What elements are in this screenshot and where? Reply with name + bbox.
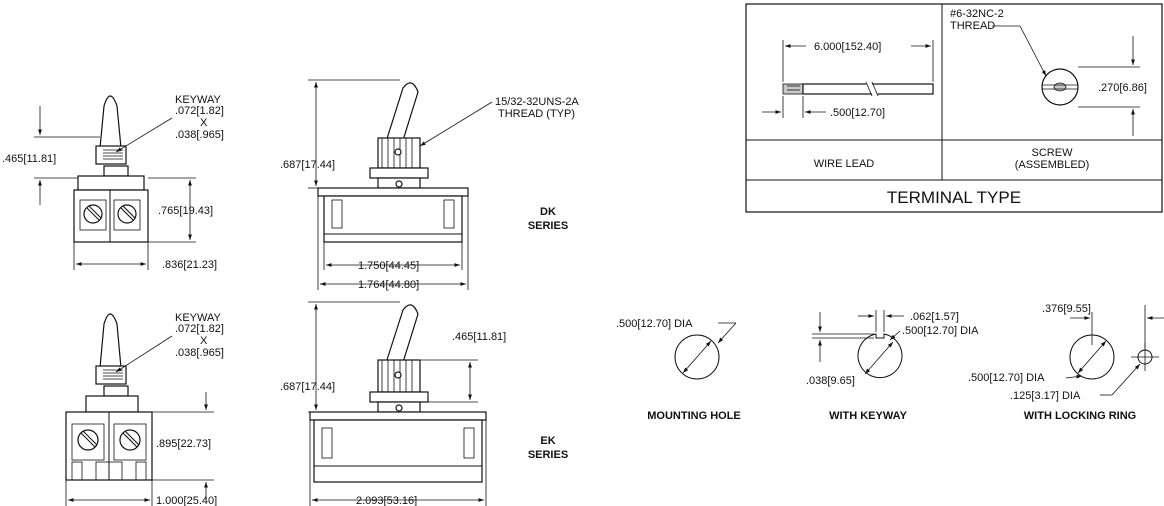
ek-side-keyway-label: KEYWAY <box>175 312 222 324</box>
dk-front-lever <box>384 82 419 151</box>
ek-side-body-height: .895[22.73] <box>156 438 211 450</box>
dk-front-inner-width: 1.750[44.45] <box>358 260 419 272</box>
dk-front-height: .687[17.44] <box>280 159 335 171</box>
ek-side-lever <box>99 313 122 369</box>
mounting-hole-dia: .500[12.70] DIA <box>616 318 693 330</box>
dk-front-thread-label: 15/32-32UNS-2A <box>495 96 579 108</box>
ek-front-width: 2.093[53.16] <box>356 495 417 506</box>
screw-caption-line2: (ASSEMBLED) <box>1015 159 1090 171</box>
keyway-width: .062[1.57] <box>910 311 959 323</box>
locking-ring-small-dia: .125[3.17] DIA <box>1010 390 1081 402</box>
screw-thread-line1: #6-32NC-2 <box>950 8 1004 20</box>
dk-side-nut <box>103 165 129 177</box>
wire-lead-caption: WIRE LEAD <box>814 158 875 170</box>
dk-series-line2: SERIES <box>528 220 568 232</box>
mounting-hole-circle <box>674 334 720 380</box>
ek-side-keyway-width: .072[1.82] <box>175 323 224 335</box>
dk-front-outer-width: 1.764[44.80] <box>358 279 419 291</box>
screw-drawing: #6-32NC-2 THREAD .270[6.86] <box>950 8 1147 136</box>
dk-front-body <box>323 195 463 243</box>
dk-side-body-height: .765[19.43] <box>158 205 213 217</box>
dk-side-lever <box>99 95 122 149</box>
ek-series-line1: EK <box>540 435 555 447</box>
wire-lead-drawing: 6.000[152.40] .500[12.70] <box>762 40 934 119</box>
ek-front-height: .687[17.44] <box>280 381 335 393</box>
dk-front-thread-typ: THREAD (TYP) <box>498 108 575 120</box>
with-keyway-view: .062[1.57] .500[12.70] DIA .038[9.65] WI… <box>806 310 979 422</box>
dk-side-keyway-width: .072[1.82] <box>175 105 224 117</box>
ek-side-body-width: 1.000[25.40] <box>156 495 217 506</box>
wire-length: 6.000[152.40] <box>814 41 881 53</box>
dk-side-bushing-height: .465[11.81] <box>2 153 56 165</box>
terminal-type-title: TERMINAL TYPE <box>887 188 1021 207</box>
dk-front-view: .687[17.44] 15/32-32UNS-2A THREAD (TYP) … <box>280 79 579 291</box>
dk-side-view: .465[11.81] KEYWAY .072[1.82] X .038[.96… <box>2 94 224 271</box>
mounting-hole-view: .500[12.70] DIA MOUNTING HOLE <box>616 318 741 422</box>
screw-caption-line1: SCREW <box>1032 147 1074 159</box>
dk-front-plate <box>317 187 469 197</box>
ek-front-bushing-height: .465[11.81] <box>452 331 506 343</box>
mounting-hole-caption: MOUNTING HOLE <box>647 410 741 422</box>
locking-ring-main-dia: .500[12.70] DIA <box>968 372 1045 384</box>
terminal-type-table: 6.000[152.40] .500[12.70] #6-32NC-2 THRE… <box>745 3 1163 213</box>
keyway-depth: .038[9.65] <box>806 375 855 387</box>
wire-strip-length: .500[12.70] <box>830 107 885 119</box>
dk-side-keyway-depth: .038[.965] <box>175 129 224 141</box>
screw-thread-line2: THREAD <box>950 20 995 32</box>
ek-side-view: KEYWAY .072[1.82] X .038[.965] .895[22.7… <box>65 312 224 506</box>
dk-side-keyway-label: KEYWAY <box>175 94 222 106</box>
keyway-hole-dia: .500[12.70] DIA <box>902 325 979 337</box>
keyway-hole-outline <box>857 333 903 379</box>
with-locking-ring-view: .376[9.55] .500[12.70] DIA .125[3.17] DI… <box>968 303 1164 422</box>
screw-dimension: .270[6.86] <box>1098 82 1147 94</box>
dk-side-keyway-x: X <box>200 117 208 129</box>
ek-front-view: .687[17.44] .465[11.81] 2.093[53.16] <box>280 301 506 506</box>
ek-series-line2: SERIES <box>528 449 568 461</box>
dk-series-line1: DK <box>540 206 556 218</box>
ek-side-keyway-x: X <box>200 335 208 347</box>
with-keyway-caption: WITH KEYWAY <box>829 410 907 422</box>
with-locking-ring-caption: WITH LOCKING RING <box>1024 410 1136 422</box>
ek-side-keyway-depth: .038[.965] <box>175 347 224 359</box>
ek-side-threads <box>103 369 123 380</box>
dk-side-cap <box>77 175 145 191</box>
ek-front-body <box>313 419 483 483</box>
ek-front-lever <box>384 304 419 373</box>
locking-ring-main-hole <box>1069 334 1115 380</box>
locking-ring-offset: .376[9.55] <box>1042 303 1091 315</box>
ek-front-plate <box>309 411 487 421</box>
dk-side-body-width: .836[21.23] <box>162 259 217 271</box>
